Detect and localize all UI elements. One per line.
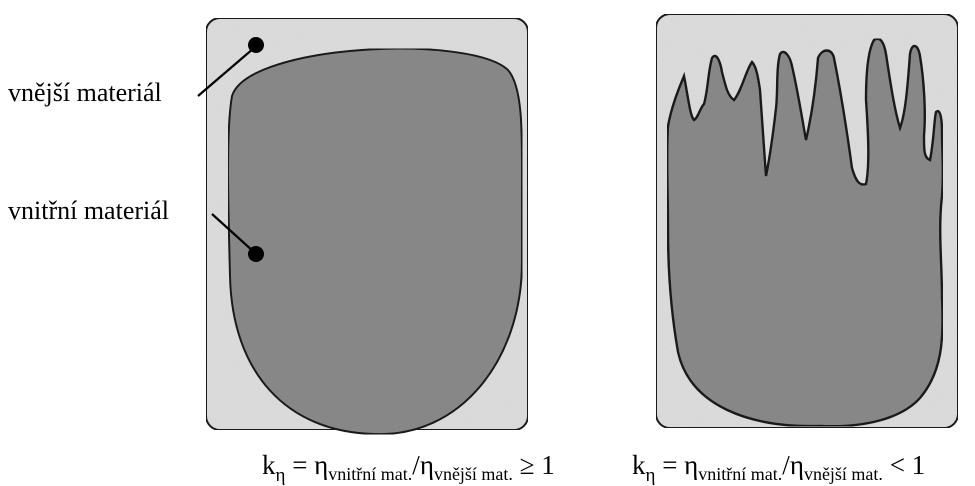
equals-sign: = bbox=[655, 450, 684, 480]
inner-material-blob-left bbox=[228, 49, 522, 435]
eta-inner: η bbox=[684, 450, 698, 480]
eta-inner-subscript: vnitřní mat. bbox=[698, 464, 782, 484]
k-symbol: k bbox=[262, 450, 276, 480]
eta-outer-subscript: vnější mat. bbox=[434, 464, 513, 484]
eta-outer-subscript: vnější mat. bbox=[804, 464, 883, 484]
k-symbol: k bbox=[632, 450, 646, 480]
outer-material-marker bbox=[248, 37, 264, 53]
formula-left: kη = ηvnitřní mat./ηvnější mat. ≥ 1 bbox=[262, 448, 555, 482]
relation: ≥ 1 bbox=[513, 450, 555, 480]
eta-inner: η bbox=[314, 450, 328, 480]
outer-material-label: vnější materiál bbox=[8, 78, 162, 108]
inner-material-marker bbox=[248, 246, 264, 262]
slash: / bbox=[782, 450, 790, 480]
left-panel bbox=[198, 18, 528, 434]
eta-inner-subscript: vnitřní mat. bbox=[328, 464, 412, 484]
inner-material-label: vnitřní materiál bbox=[8, 196, 169, 226]
equals-sign: = bbox=[285, 450, 314, 480]
right-panel bbox=[656, 14, 958, 428]
formula-right: kη = ηvnitřní mat./ηvnější mat. < 1 bbox=[632, 448, 925, 482]
k-subscript: η bbox=[276, 465, 286, 486]
k-subscript: η bbox=[646, 465, 656, 486]
eta-outer: η bbox=[790, 450, 804, 480]
eta-outer: η bbox=[420, 450, 434, 480]
relation: < 1 bbox=[883, 450, 925, 480]
slash: / bbox=[412, 450, 420, 480]
